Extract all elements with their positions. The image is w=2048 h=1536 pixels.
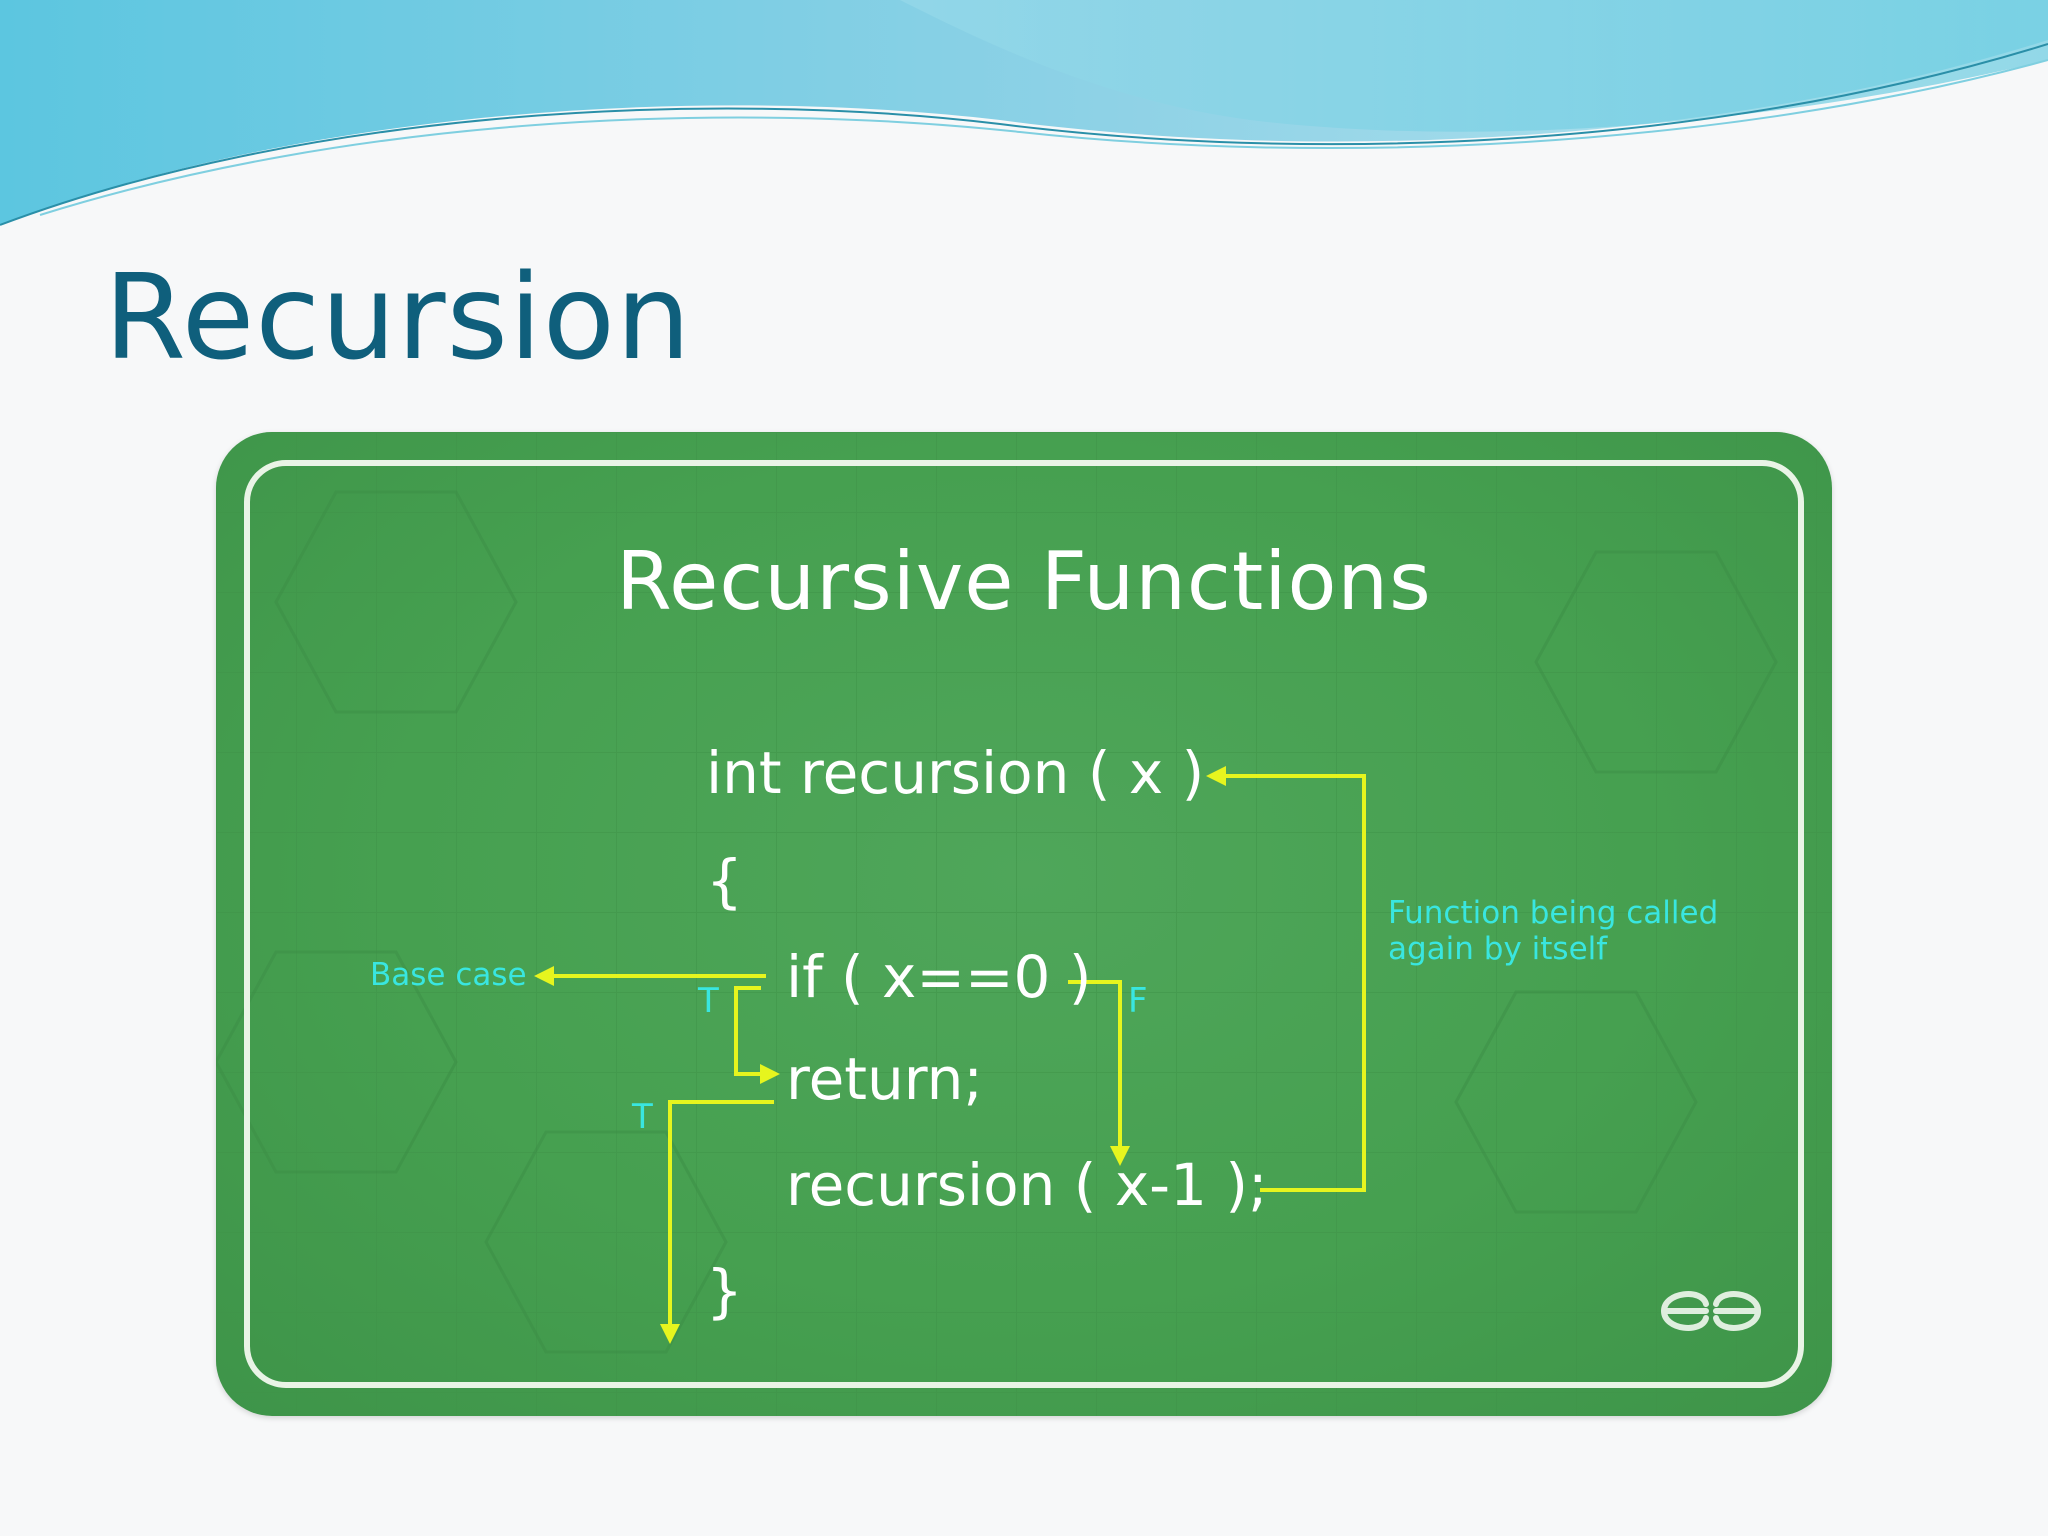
geeksforgeeks-logo-icon [1661,1291,1761,1331]
header-wave-decoration [0,0,2048,226]
flow-arrows [534,766,1366,1344]
code-line-condition: if ( x==0 ) [786,943,1092,1011]
false-branch-arrow [1068,980,1130,1166]
base-case-label: Base case [370,957,527,993]
card-background-and-arrows [216,432,1832,1416]
self-call-loop-arrow [1206,766,1366,1192]
true-label-condition: T [698,981,719,1021]
code-line-signature: int recursion ( x ) [706,739,1205,807]
true-branch-arrow [734,986,780,1084]
true-label-return: T [632,1097,653,1137]
false-label-condition: F [1128,981,1148,1021]
recursive-functions-card: Recursive Functions int recursion ( x ) … [216,432,1832,1416]
code-line-recursive-call: recursion ( x-1 ); [786,1151,1268,1219]
code-line-open-brace: { [706,847,743,915]
hexagon-decorations [216,490,1778,1354]
grid-pattern [216,432,1832,1416]
code-line-return: return; [786,1045,983,1113]
diagram-title: Recursive Functions [616,535,1432,628]
self-call-label: Function being called again by itself [1388,895,1719,967]
return-exit-arrow [660,1100,774,1344]
code-line-close-brace: } [706,1257,743,1325]
slide-title: Recursion [104,248,692,386]
